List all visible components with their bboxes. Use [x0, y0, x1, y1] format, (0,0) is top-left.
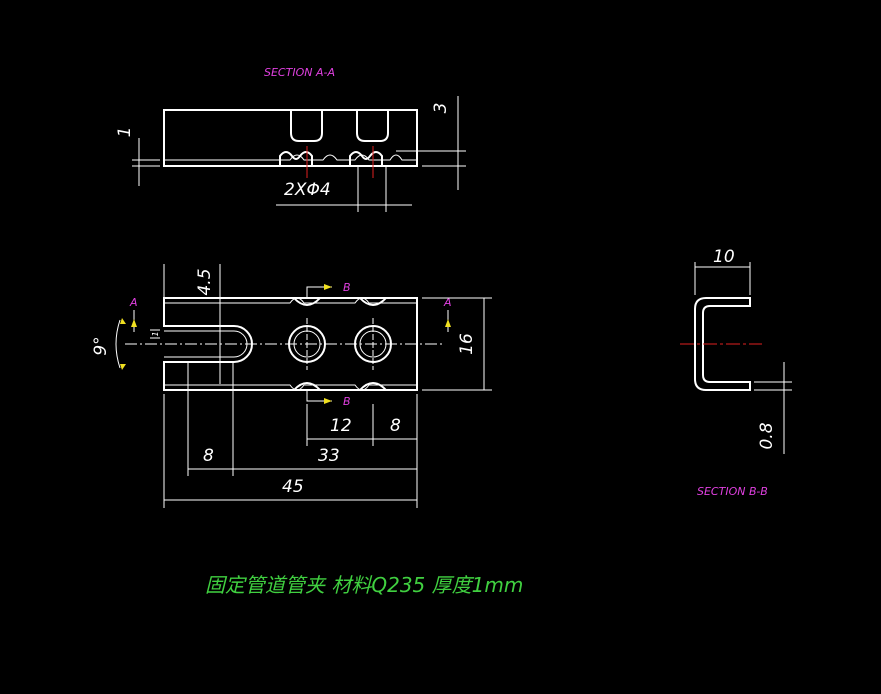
dim-spacing-12: 12	[330, 416, 352, 436]
dim-3: 3	[431, 103, 451, 114]
arrow-b-bottom: B	[343, 395, 351, 408]
dim-angle: 9°	[91, 336, 111, 355]
arrow-a-right: A	[443, 296, 452, 309]
dim-height: 16	[457, 333, 477, 355]
section-bb-view: 10 0.8	[680, 247, 792, 454]
dim-1-top: 1	[115, 127, 135, 138]
section-bb-label: SECTION B-B	[697, 485, 768, 498]
dim-holes: 2XΦ4	[284, 180, 331, 200]
dim-edge-8-left: 8	[203, 446, 214, 466]
drawing-title: 固定管道管夹 材料Q235 厚度1mm	[205, 573, 523, 597]
arrow-a-left: A	[129, 296, 138, 309]
dim-slot-depth: 4.5	[195, 268, 215, 295]
dim-edge-8-right: 8	[390, 416, 401, 436]
section-aa-view: 1 3 2XΦ4	[115, 96, 466, 212]
dim-sec-width: 10	[713, 247, 735, 267]
main-view: A A B B 4.5 9° 1 16	[91, 264, 492, 508]
section-aa-label: SECTION A-A	[264, 66, 335, 79]
dim-len-45: 45	[282, 477, 304, 497]
dim-slot-width: 1	[151, 331, 160, 336]
arrow-b-top: B	[343, 281, 351, 294]
dim-thickness: 0.8	[757, 422, 777, 449]
dim-len-33: 33	[318, 446, 340, 466]
